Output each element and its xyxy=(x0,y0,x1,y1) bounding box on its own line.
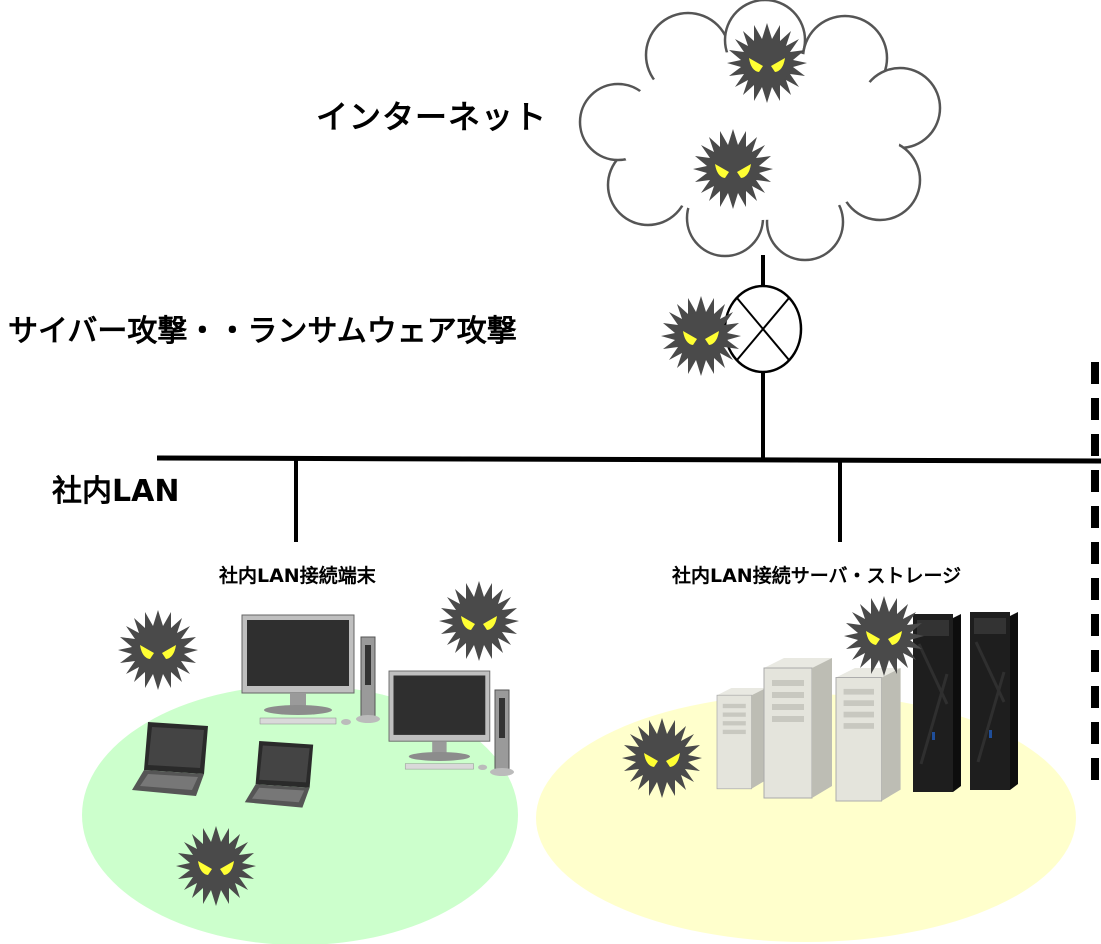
storage-rack-icon xyxy=(968,610,1020,792)
lan-label: 社内LAN xyxy=(52,474,180,509)
server-tower-icon xyxy=(716,687,767,790)
server-tower-icon xyxy=(835,667,902,802)
server-tower-icon xyxy=(763,657,833,799)
internet-label: インターネット xyxy=(316,98,548,136)
virus-icon xyxy=(118,610,198,690)
lan-bus-line xyxy=(156,455,1101,464)
attack-label: サイバー攻撃・・ランサムウェア攻撃 xyxy=(8,314,517,349)
virus-icon xyxy=(439,581,519,661)
virus-icon xyxy=(844,596,924,676)
storage-rack-icon xyxy=(911,612,963,794)
terminals-label: 社内LAN接続端末 xyxy=(219,565,376,587)
servers-label: 社内LAN接続サーバ・ストレージ xyxy=(672,565,962,587)
router-icon xyxy=(723,284,803,374)
